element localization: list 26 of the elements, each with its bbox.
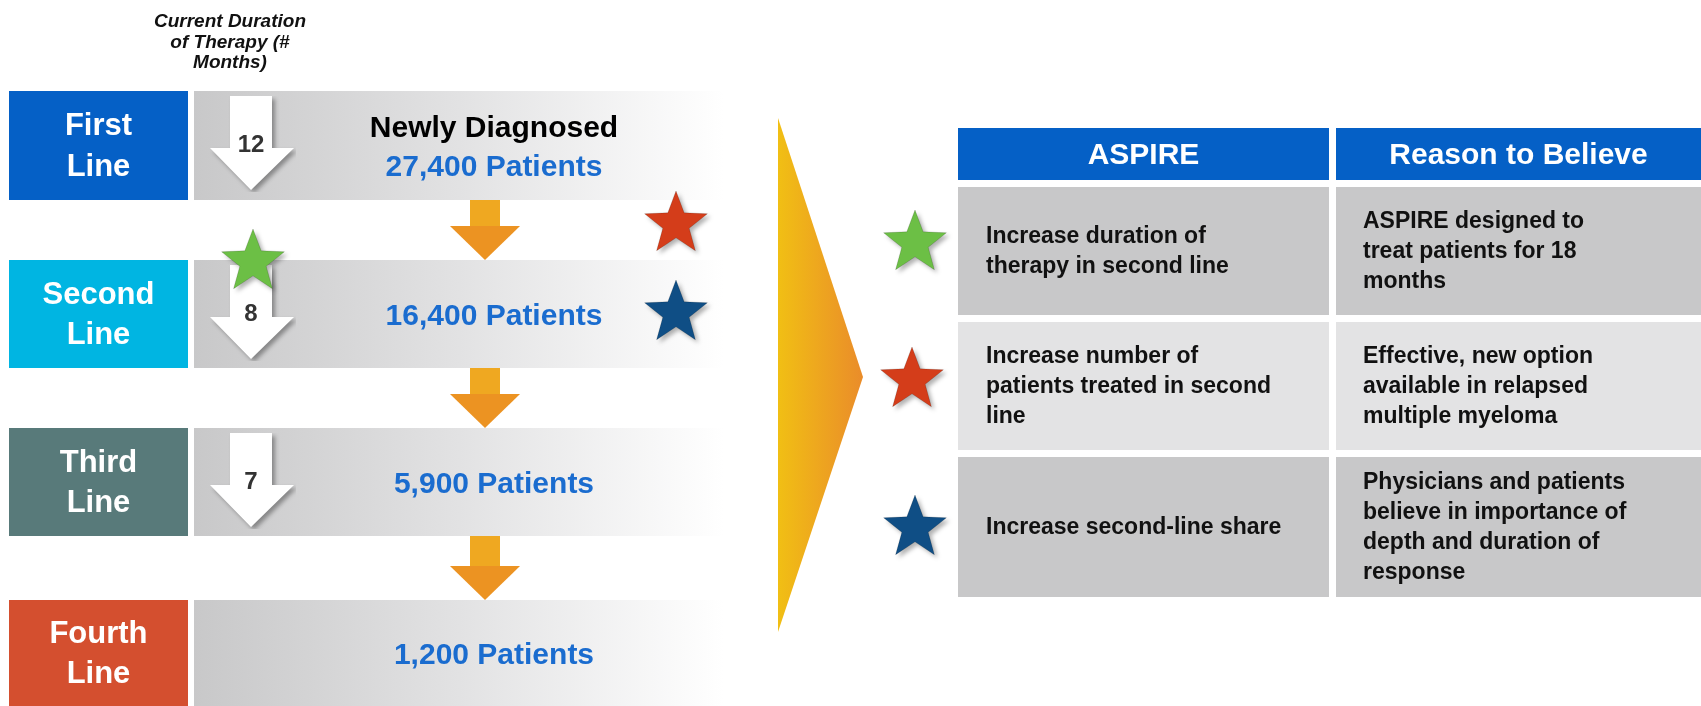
patient-count: 27,400 Patients	[385, 147, 603, 184]
stage-heading: Newly Diagnosed	[369, 108, 619, 145]
table-cell: Increase number of patients treated in second line	[958, 322, 1329, 450]
duration-months: 7	[243, 467, 259, 495]
line-label-box: Third Line	[9, 428, 188, 536]
column-heading: Current Duration of Therapy (# Months)	[153, 8, 307, 75]
table-cell: Increase duration of therapy in second line	[958, 187, 1329, 315]
line-label-box: First Line	[9, 91, 188, 200]
patient-count: 16,400 Patients	[385, 296, 603, 333]
patient-count: 1,200 Patients	[393, 635, 595, 672]
duration-months: 12	[236, 130, 266, 158]
table-cell: Effective, new option available in relapsed multiple myeloma	[1336, 322, 1701, 450]
flow-arrow	[450, 536, 520, 600]
line-label-box: Fourth Line	[9, 600, 188, 706]
duration-arrow	[210, 96, 296, 192]
duration-arrow	[210, 433, 296, 529]
table-cell: ASPIRE designed to treat patients for 18 months	[1336, 187, 1701, 315]
flow-arrow	[450, 200, 520, 260]
flow-arrow	[450, 368, 520, 428]
table-header: ASPIRE	[958, 128, 1329, 180]
duration-months: 8	[243, 299, 259, 327]
table-header: Reason to Believe	[1336, 128, 1701, 180]
table-cell: Increase second-line share	[958, 457, 1329, 597]
line-label-box: Second Line	[9, 260, 188, 368]
table-cell: Physicians and patients believe in importance of depth and duration of response	[1336, 457, 1701, 597]
patient-count: 5,900 Patients	[393, 464, 595, 501]
